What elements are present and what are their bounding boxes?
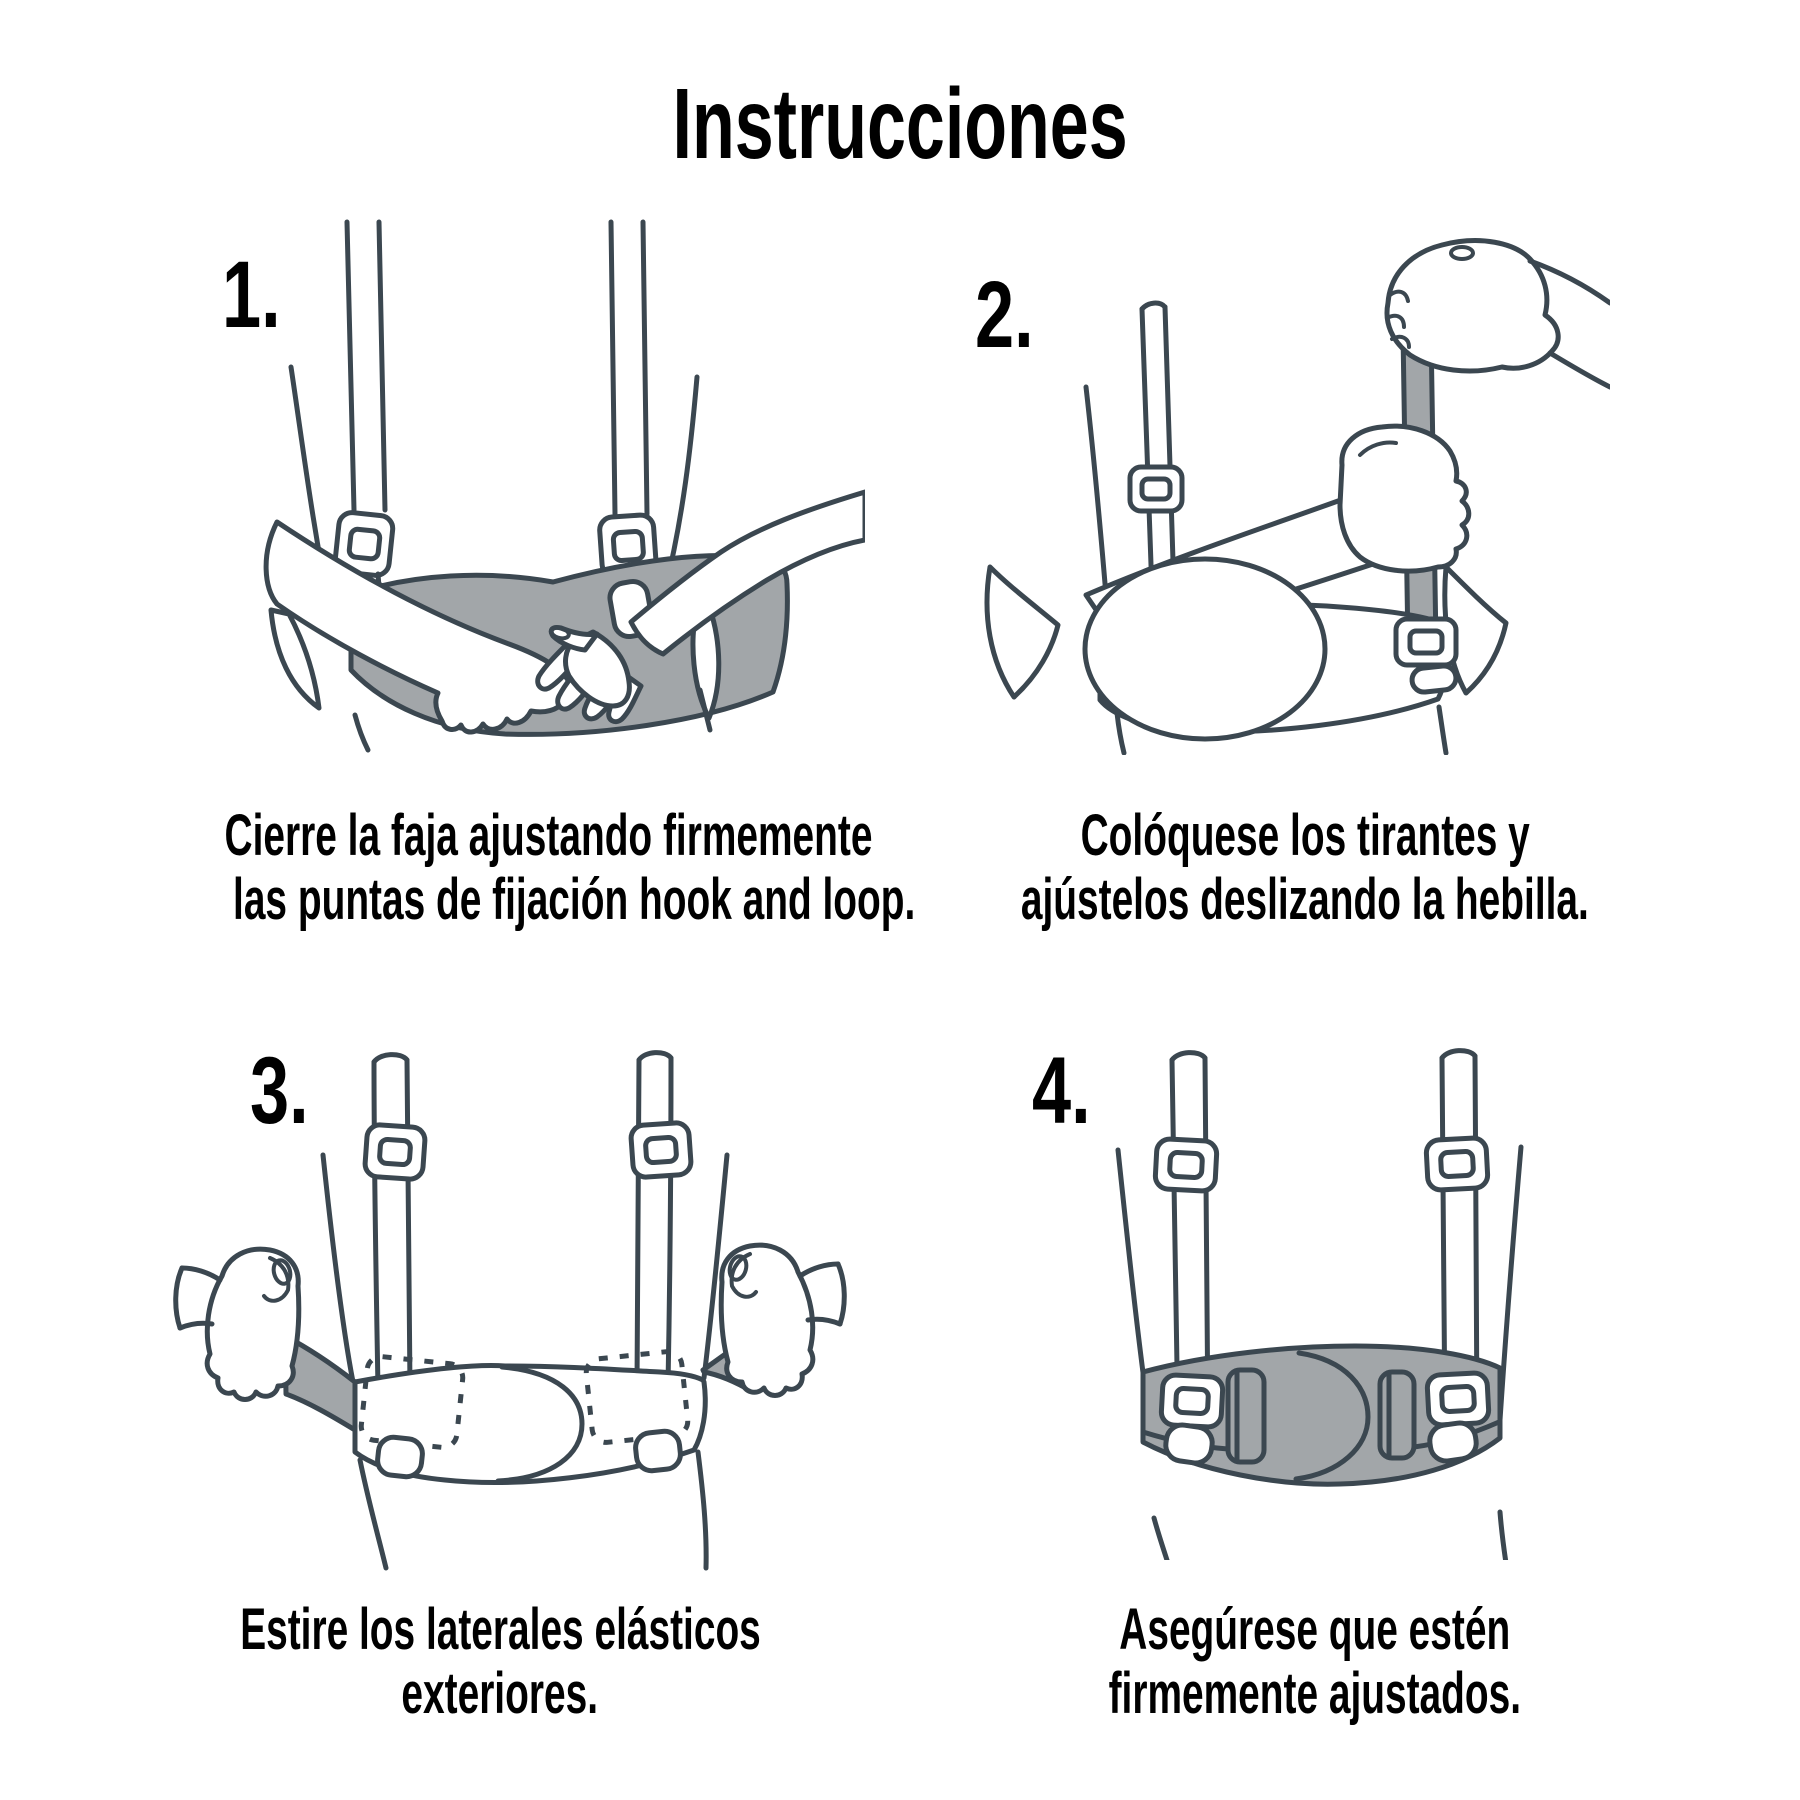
strap-end-tab [375,1434,425,1480]
page-title: Instrucciones [672,68,1128,180]
belt-back-pad [1082,556,1328,742]
step-3-number: 3. [250,1038,309,1144]
right-fist [718,1242,847,1398]
suspender-strap-right [1423,1048,1491,1429]
strap-buckle [1424,1370,1492,1428]
top-fist [1384,238,1610,390]
torso-right-line [701,1152,730,1381]
belt-front-flap-edge [495,1364,585,1484]
torso-left-lower [1114,710,1127,755]
strap-end-tab [1427,1420,1479,1464]
left-sleeve-hem [268,607,322,711]
belt [1140,1343,1503,1487]
strap-end-tab [1163,1422,1215,1466]
step-3-caption: Estire los laterales elásticos exteriore… [239,1597,761,1726]
step-2-number: 2. [975,262,1034,368]
step-3-illustration [173,1050,847,1571]
left-arm-hand [263,519,574,735]
torso-right-lower [697,687,713,733]
belt-front-flap-edge [1293,1350,1371,1482]
sliding-buckle [1393,616,1459,695]
step-4-illustration [1115,1048,1524,1560]
step-4-caption: Asegúrese que estén firmemente ajustados… [1108,1597,1522,1726]
step-4-number: 4. [1032,1038,1091,1144]
belt-loop-left [1225,1367,1267,1465]
belt-loop-right [1377,1369,1417,1461]
strap-end-tab [633,1428,683,1474]
step-2-illustration [984,238,1610,755]
torso-right-lower [695,1449,709,1571]
torso-left-lower [357,1457,389,1571]
right-arm [628,489,865,657]
step-1-illustration [263,219,865,753]
torso-right-line [1497,1144,1524,1423]
left-sleeve-hem [984,564,1061,700]
suspender-straps [332,219,659,605]
lower-fist [1337,423,1472,574]
right-hand-open [535,625,644,725]
step-1-number: 1. [222,242,281,348]
strap-buckle [1158,1372,1226,1430]
step-1-caption: Cierre la faja ajustando firmemente las … [224,803,916,932]
torso-left-line [320,1152,356,1385]
left-fist [173,1246,302,1402]
torso-left-lower [352,712,371,753]
torso-left-lower [1151,1515,1170,1560]
thumb-crease [1358,440,1398,457]
step-2-caption: Colóquese los tirantes y ajústelos desli… [1021,803,1589,932]
torso-right-lower [1436,704,1449,755]
torso-right-lower [1497,1509,1509,1560]
